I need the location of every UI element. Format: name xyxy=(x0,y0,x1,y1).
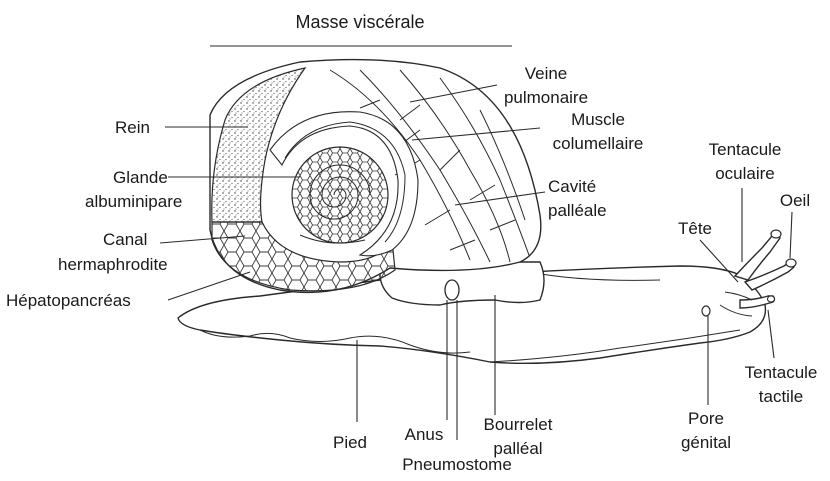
label-rein: Rein xyxy=(115,118,150,137)
label-veine-2: pulmonaire xyxy=(504,88,588,107)
label-muscle-1: Muscle xyxy=(571,110,625,129)
label-pore-1: Pore xyxy=(688,409,724,428)
genital-pore-icon xyxy=(702,306,710,316)
label-tentacule-oculaire-1: Tentacule xyxy=(709,140,782,159)
leader-oeil xyxy=(790,212,792,258)
title-masse-viscerale: Masse viscérale xyxy=(295,12,424,32)
shell xyxy=(210,60,541,293)
tactile-tip-icon xyxy=(768,296,775,302)
label-pore-2: génital xyxy=(681,433,731,452)
label-tete: Tête xyxy=(678,219,712,238)
pneumostome-opening xyxy=(445,280,459,300)
eye-right-icon xyxy=(786,259,796,267)
label-muscle-2: columellaire xyxy=(553,134,644,153)
label-anus: Anus xyxy=(405,425,444,444)
label-hepatopancreas: Hépatopancréas xyxy=(6,291,131,310)
leader-tentacule-tactile xyxy=(768,310,774,358)
label-bourrelet-1: Bourrelet xyxy=(484,415,553,434)
label-canal-1: Canal xyxy=(103,230,147,249)
label-cavite-2: palléale xyxy=(548,201,607,220)
label-glande-1: Glande xyxy=(113,168,168,187)
label-bourrelet-2: palléal xyxy=(493,439,542,458)
leader-hepato xyxy=(168,272,250,300)
label-tentacule-oculaire-2: oculaire xyxy=(715,164,775,183)
label-oeil: Oeil xyxy=(780,191,810,210)
label-glande-2: albuminipare xyxy=(85,192,182,211)
label-pied: Pied xyxy=(333,433,367,452)
label-cavite-1: Cavité xyxy=(548,177,596,196)
eye-left-icon xyxy=(771,230,781,238)
title-group: Masse viscérale xyxy=(210,12,512,46)
label-veine-1: Veine xyxy=(525,64,568,83)
label-tentacule-tactile-2: tactile xyxy=(759,387,803,406)
albumen-gland xyxy=(292,147,388,243)
label-canal-2: hermaphrodite xyxy=(58,255,168,274)
label-tentacule-tactile-1: Tentacule xyxy=(745,363,818,382)
